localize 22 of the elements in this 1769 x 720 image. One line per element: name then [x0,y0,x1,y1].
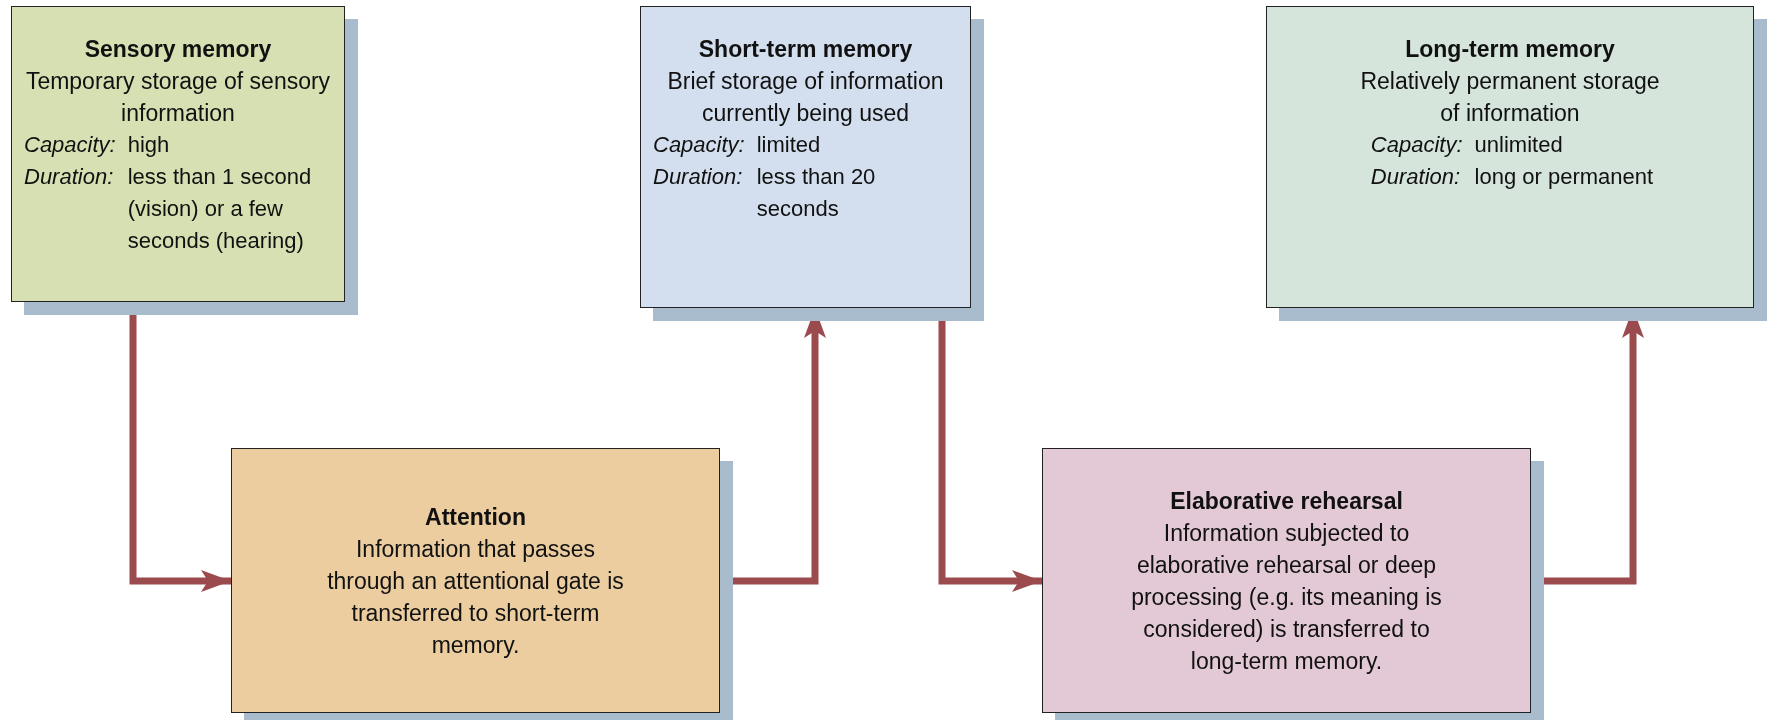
property-value: limited [756,131,822,159]
property-label: Capacity: [24,131,116,159]
property-label: Duration: [1370,163,1462,191]
box-heading: Short-term memory [698,35,913,64]
property-value: less than 20 seconds [756,163,877,223]
box-heading: Elaborative rehearsal [1170,486,1403,516]
box-description: Relatively permanent storage of information [1359,67,1661,128]
property-label: Duration: [24,163,115,191]
property-value: high [127,131,171,159]
box-description: Brief storage of information currently being used [666,67,945,128]
property-label: Capacity: [653,131,745,159]
property-value: long or permanent [1474,163,1654,191]
property-label: Capacity: [1370,131,1463,159]
box-description: Temporary storage of sensory information [24,67,332,128]
property-label: Duration: [653,163,744,191]
property-value: unlimited [1474,131,1564,159]
box-description: Information that passes through an attentional gate is transferred to short-term memory. [326,534,625,660]
property-value: less than 1 second (vision) or a few seconds (hearing) [127,163,313,255]
box-heading: Sensory memory [84,35,272,64]
box-heading: Attention [425,502,526,532]
box-description: Information subjected to elaborative rehearsal or deep processing (e.g. its meaning is considered) is transferred to long-term memory. [1130,518,1443,676]
box-heading: Long-term memory [1405,35,1615,64]
